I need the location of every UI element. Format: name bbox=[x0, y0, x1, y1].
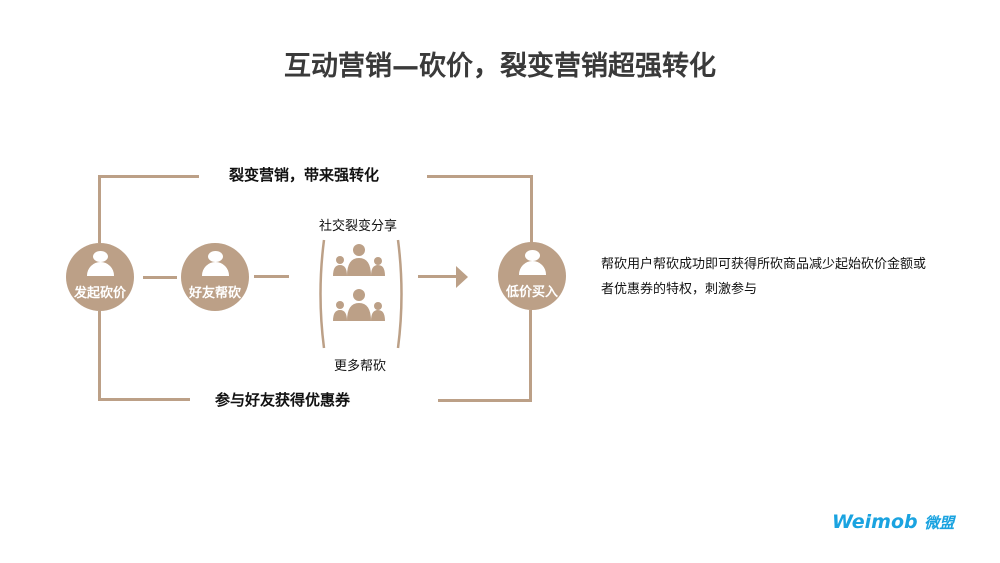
frame-line bbox=[529, 310, 532, 402]
logo-cn: 微盟 bbox=[924, 514, 955, 532]
share-label: 社交裂变分享 bbox=[319, 219, 398, 234]
arrow-line bbox=[418, 275, 458, 278]
person-icon-body bbox=[202, 262, 229, 276]
more-label: 更多帮砍 bbox=[334, 359, 387, 374]
step-initiate: 发起砍价 bbox=[66, 243, 134, 311]
person-icon bbox=[93, 251, 108, 262]
person-icon bbox=[525, 250, 540, 261]
step-friend-help: 好友帮砍 bbox=[181, 243, 249, 311]
top-label: 裂变营销，带来强转化 bbox=[229, 166, 380, 184]
frame-line bbox=[427, 175, 533, 178]
page-title: 互动营销—砍价，裂变营销超强转化 bbox=[284, 51, 716, 82]
frame-line bbox=[438, 399, 530, 402]
bottom-label: 参与好友获得优惠券 bbox=[215, 391, 351, 409]
step-label: 低价买入 bbox=[505, 285, 558, 300]
person-icon-body bbox=[519, 261, 546, 275]
connector bbox=[143, 276, 177, 279]
people-group-icon bbox=[319, 239, 403, 349]
step-low-price-buy: 低价买入 bbox=[498, 242, 566, 310]
frame-line bbox=[98, 175, 101, 243]
description: 帮砍用户帮砍成功即可获得所砍商品减少起始砍价金额或者优惠券的特权，刺激参与 bbox=[601, 257, 927, 297]
arrow-head-icon bbox=[456, 266, 468, 288]
person-icon bbox=[208, 251, 223, 262]
frame-line bbox=[98, 311, 101, 401]
frame-line bbox=[98, 398, 190, 401]
frame-line bbox=[530, 175, 533, 243]
step-label: 发起砍价 bbox=[73, 286, 126, 301]
logo-text: Weimob bbox=[832, 511, 918, 533]
connector bbox=[254, 275, 289, 278]
person-icon-body bbox=[87, 262, 114, 276]
weimob-logo: Weimob 微盟 bbox=[832, 511, 954, 533]
step-label: 好友帮砍 bbox=[188, 286, 241, 301]
frame-line bbox=[98, 175, 199, 178]
